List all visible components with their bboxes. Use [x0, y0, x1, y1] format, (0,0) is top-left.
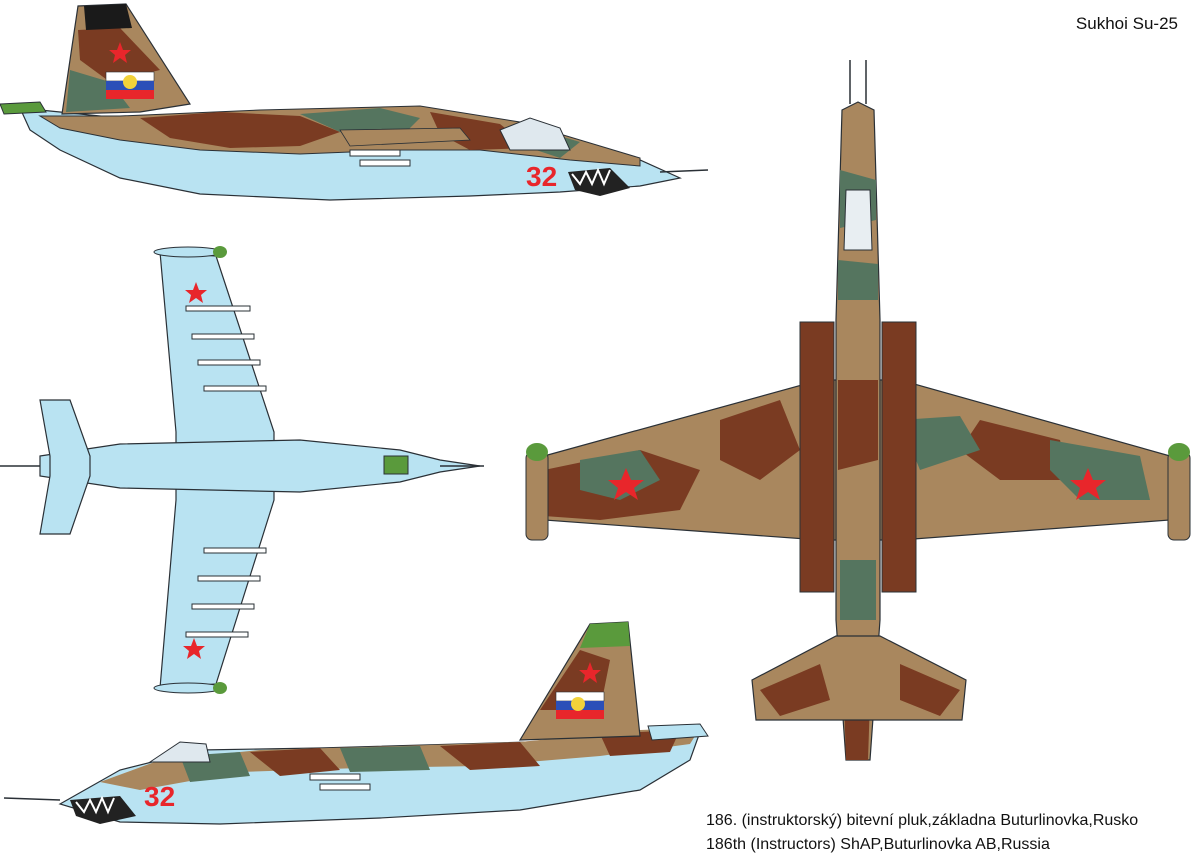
side-view-left-canopy [499, 117, 571, 151]
top-view-canopy [843, 189, 873, 251]
underside-view-stabilizers [39, 399, 91, 535]
top-view-pod-cap-left [526, 443, 548, 461]
side-view-left-tail-green [66, 70, 130, 112]
side-view-left-pitot [659, 169, 709, 173]
side-view-right-flag-red [556, 710, 604, 719]
caption-line-1: 186. (instruktorský) bitevní pluk,základ… [706, 812, 1139, 829]
side-view-left-camo-green [300, 108, 580, 158]
caption-line-2: 186th (Instructors) ShAP,Buturlinovka AB… [706, 836, 1050, 853]
side-view-right-shark-teeth [75, 795, 115, 815]
underside-view-fuselage [39, 439, 481, 493]
underside-view-nose-panel [383, 455, 409, 475]
sheet-title: Sukhoi Su-25 [1075, 14, 1178, 33]
side-view-left-camo-brown [140, 112, 530, 150]
side-view-left-red-star-icon [109, 42, 131, 63]
side-view-right-red-star-icon [579, 662, 601, 683]
side-view-left-fin-cap [84, 4, 132, 30]
side-view-right-emblem [571, 697, 585, 711]
top-view-wing-camo-brown [544, 400, 1070, 520]
top-view-pod-cap-right [1168, 443, 1190, 461]
side-view-left-flag-red [106, 90, 154, 99]
side-view-left-shark-teeth [571, 167, 611, 187]
side-view-right-shark-mouth-icon [70, 796, 136, 824]
underside-view-pod-cap-top [213, 246, 227, 258]
side-view-right-camo-brown [250, 730, 680, 776]
side-view-right-canopy [148, 741, 211, 763]
side-view-left-tactical-number: 32 [526, 161, 557, 192]
side-view-right-tailplane [647, 723, 709, 741]
top-view-fuselage-camo [838, 170, 878, 620]
side-view-left-tailplane [0, 101, 47, 115]
side-view-left-emblem [123, 75, 137, 89]
top-view-red-star-icon-right [1070, 468, 1106, 500]
top-view-tailplane-camo [760, 664, 960, 716]
top-view-nacelle-right [881, 321, 917, 593]
underside-view-pod-cap-bottom [213, 682, 227, 694]
underside-view-red-star-icon-bottom [183, 638, 205, 659]
side-view-right-pylons [309, 773, 371, 791]
side-view-right-camo-green [180, 746, 430, 782]
side-view-right-fin-cap [580, 622, 630, 648]
side-view-left-wing [339, 127, 471, 147]
side-view-right-pitot [3, 797, 61, 801]
side-view-left-pylons [349, 149, 411, 167]
side-view-right-tactical-number: 32 [144, 781, 175, 812]
top-view-red-star-icon-left [608, 468, 644, 500]
underside-view-red-star-icon-top [185, 282, 207, 303]
underside-view-pylons [185, 305, 267, 638]
top-view-nacelle-left [799, 321, 835, 593]
